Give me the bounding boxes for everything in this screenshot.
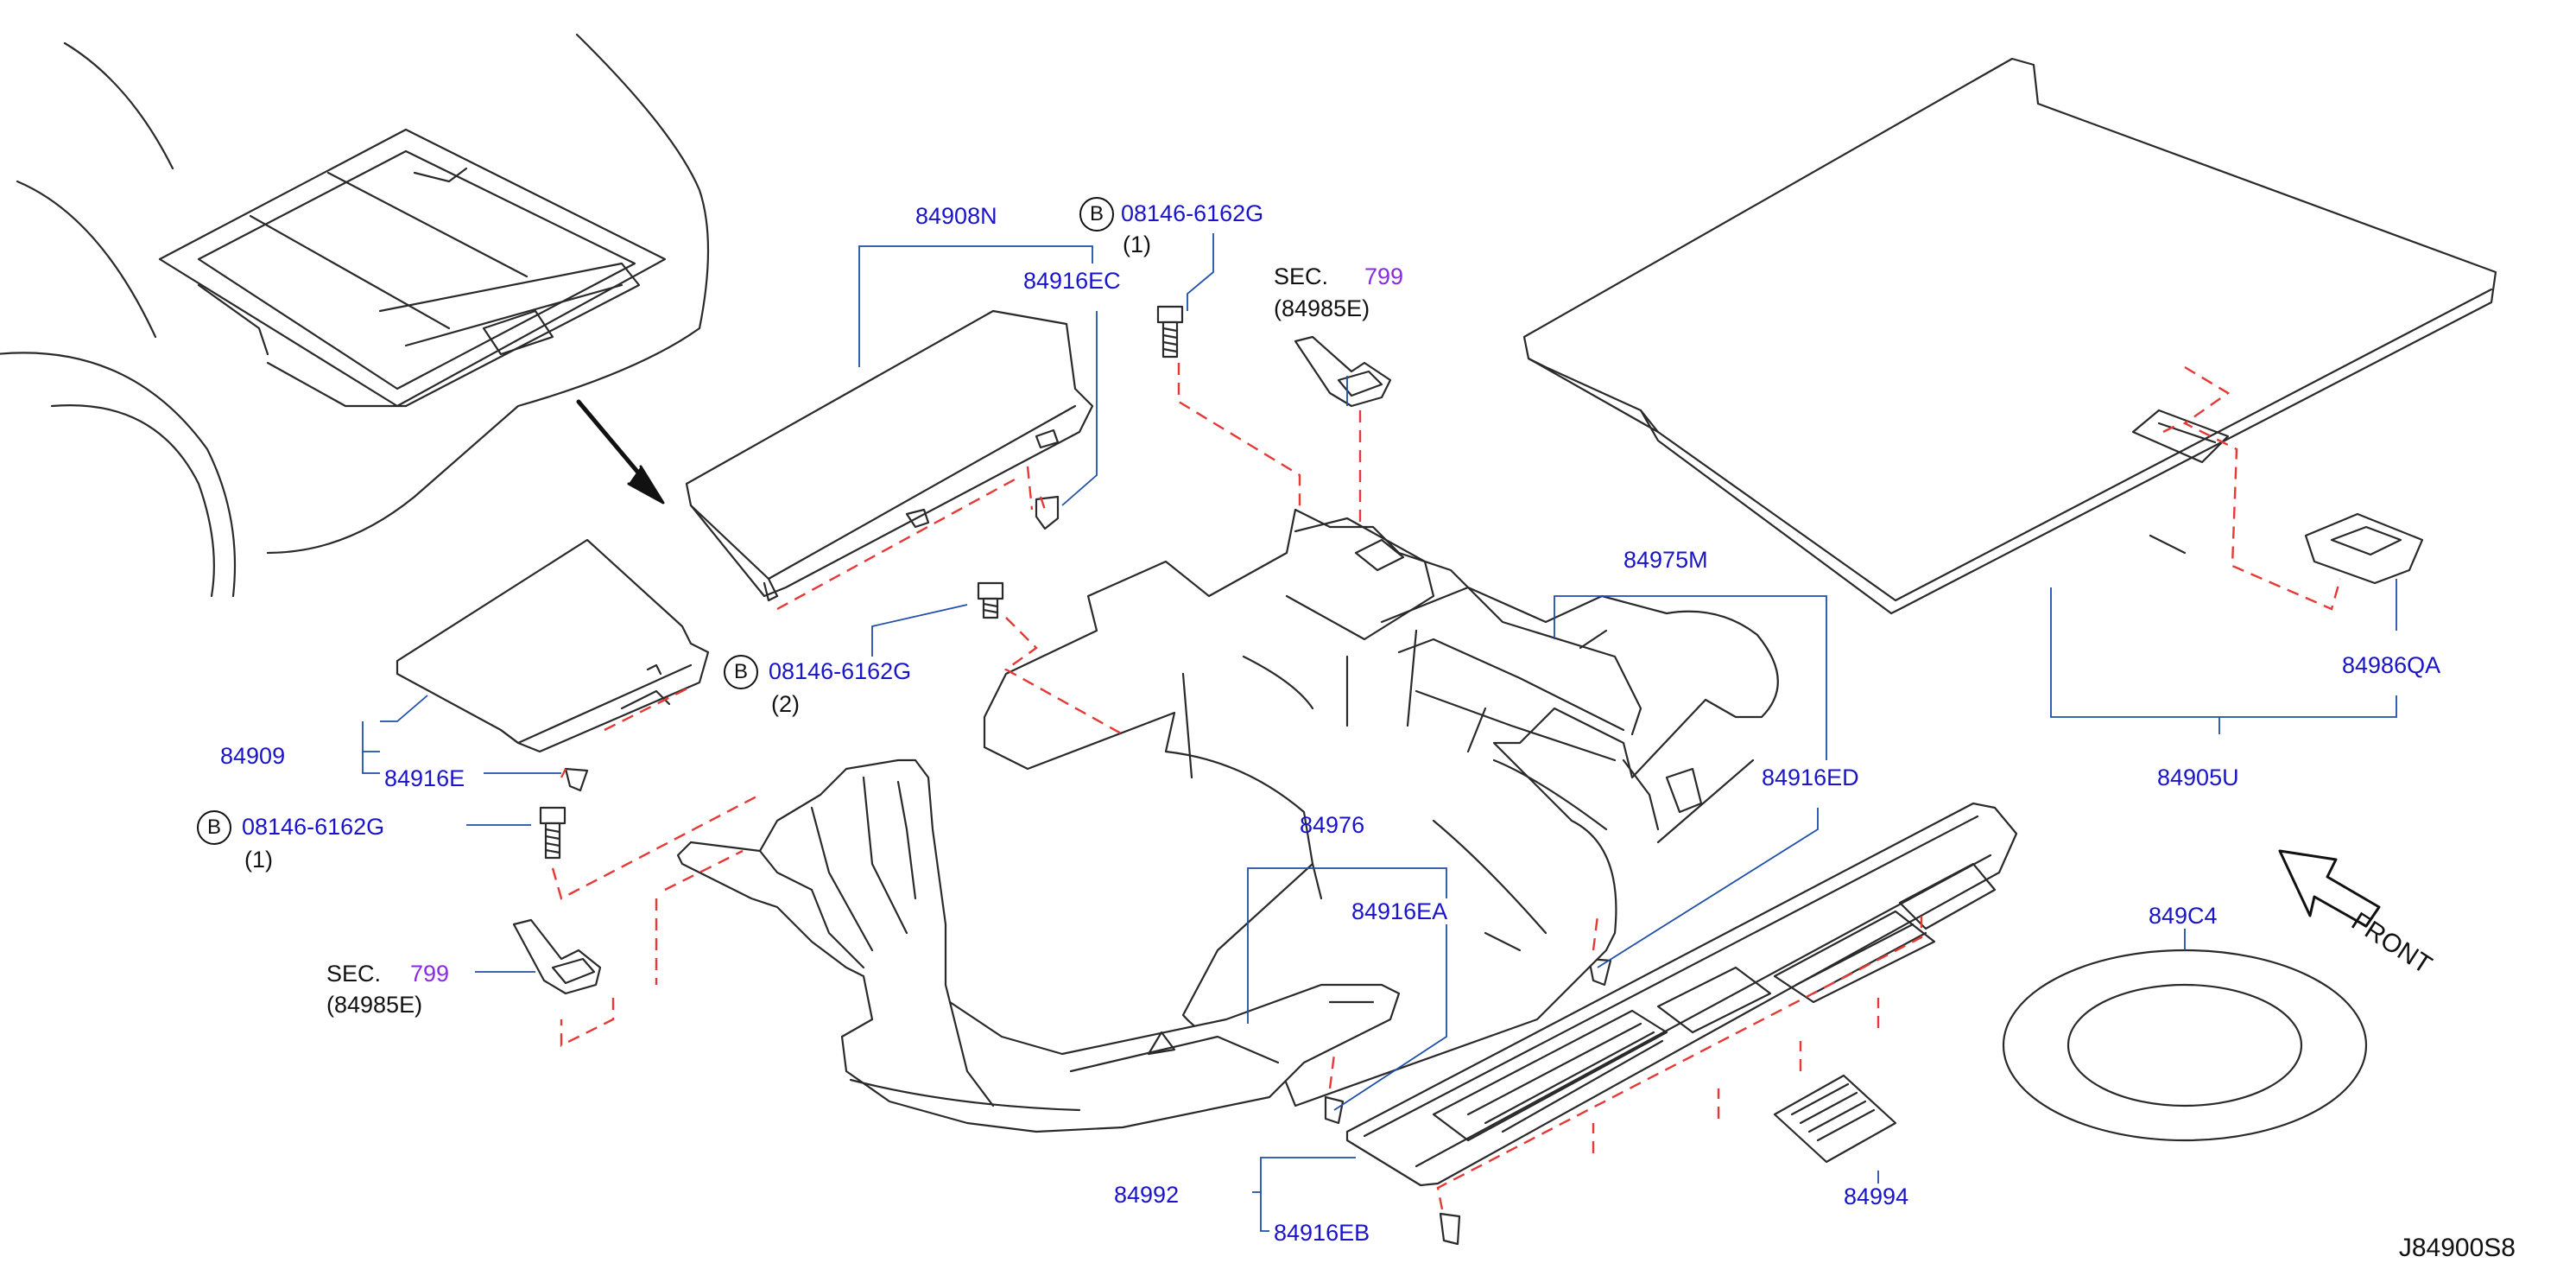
bolt-circle-b-top: B	[1079, 197, 1114, 232]
front-arrow	[2278, 849, 2381, 928]
part-label-84975M[interactable]: 84975M	[1623, 547, 1708, 573]
part-label-bolt-mid[interactable]: 08146-6162G	[769, 658, 912, 684]
trunk-tub-84975M	[983, 508, 1779, 1107]
bolt-top-qty: (1)	[1123, 232, 1151, 257]
leader-lines	[362, 233, 2397, 1232]
part-label-849C4[interactable]: 849C4	[2149, 903, 2218, 929]
pad-84994	[1773, 1074, 1897, 1164]
bolt-left-qty: (1)	[244, 847, 273, 873]
bolt-circle-b-mid: B	[724, 655, 758, 689]
part-label-84916EA[interactable]: 84916EA	[1351, 898, 1448, 924]
part-label-84916EB[interactable]: 84916EB	[1274, 1220, 1370, 1246]
board-84908N	[685, 309, 1094, 602]
sec-top-reference: (84985E)	[1274, 295, 1370, 321]
part-label-84909[interactable]: 84909	[220, 743, 286, 769]
part-label-84916ED[interactable]: 84916ED	[1762, 765, 1859, 790]
part-label-84976[interactable]: 84976	[1300, 812, 1365, 838]
part-label-84905U[interactable]: 84905U	[2157, 765, 2239, 790]
ring-849C4	[2002, 949, 2368, 1142]
diagram-id-label: J84900S8	[2398, 1234, 2516, 1262]
sec-left-reference: (84985E)	[326, 992, 423, 1018]
plate-84986QA	[2304, 512, 2424, 585]
sec-left-label: SEC.	[326, 961, 382, 987]
part-label-84908N[interactable]: 84908N	[915, 203, 997, 229]
part-label-84916EC[interactable]: 84916EC	[1023, 268, 1121, 294]
sec-799-sockets	[512, 335, 1392, 995]
finisher-plate-84992	[1345, 802, 2018, 1187]
part-label-bolt-left[interactable]: 08146-6162G	[242, 814, 385, 840]
part-label-84986QA[interactable]: 84986QA	[2342, 652, 2441, 678]
sec-left-number[interactable]: 799	[410, 961, 450, 987]
board-84905U	[1522, 57, 2497, 615]
clip-icons	[564, 495, 1612, 1246]
part-label-84916E[interactable]: 84916E	[384, 765, 465, 791]
part-label-84994[interactable]: 84994	[1844, 1184, 1909, 1209]
wheel-well-84976	[676, 758, 1401, 1133]
part-label-84992[interactable]: 84992	[1114, 1182, 1180, 1208]
bolt-mid-qty: (2)	[771, 691, 800, 717]
vehicle-rear-illustration	[0, 33, 710, 598]
direction-arrow	[576, 399, 665, 505]
bolt-circle-b-left: B	[197, 810, 231, 845]
bolt-icons	[539, 305, 1184, 860]
dashed-connectors	[551, 363, 2342, 1210]
sec-top-number[interactable]: 799	[1364, 263, 1404, 289]
sec-top-label: SEC.	[1274, 263, 1329, 289]
part-label-bolt-top[interactable]: 08146-6162G	[1121, 200, 1264, 226]
board-84909	[396, 538, 710, 753]
